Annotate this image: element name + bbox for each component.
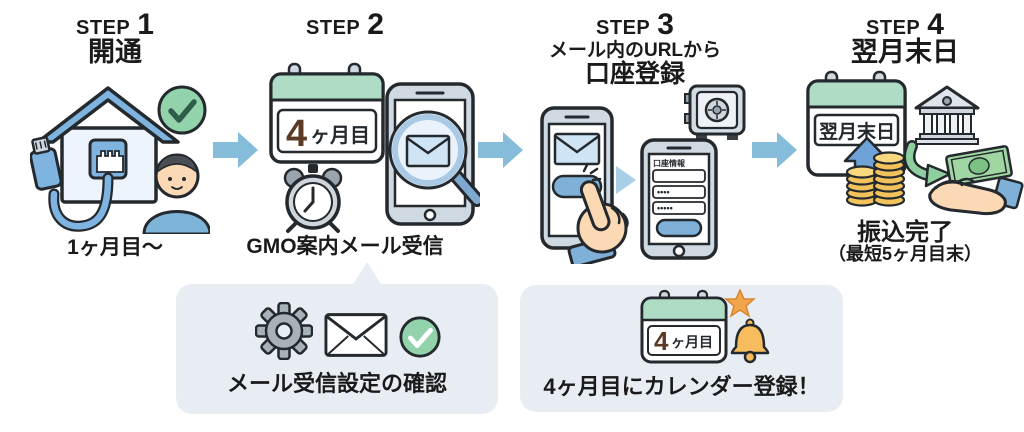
calendar-star-icon: 4 ヶ月目 (640, 289, 756, 364)
smartphone-form-icon: 口座情報 •••• ••••• (640, 138, 718, 260)
step1-illustration (30, 85, 210, 234)
step4-heading: STEP 4 (795, 8, 1015, 42)
step4-illustration: 翌月末日 (806, 70, 1024, 216)
calendar-month-number: 4 (286, 113, 307, 155)
mini-arrow-icon (616, 166, 636, 194)
step4-label: STEP (866, 17, 921, 39)
safe-icon (684, 84, 746, 140)
check-circle-icon (399, 316, 441, 358)
step3-illustration: 口座情報 •••• ••••• (540, 84, 746, 264)
calendar-month-number: 4 (654, 326, 669, 356)
calendar-month-suffix: ヶ月目 (310, 125, 370, 147)
step3-label: STEP (596, 17, 651, 39)
step1-caption: 1ヶ月目〜 (67, 236, 163, 259)
check-circle-icon (157, 85, 207, 135)
flow-arrow-icon (478, 132, 523, 168)
step2-heading: STEP 2 (235, 8, 455, 42)
curved-arrow-icon (903, 140, 952, 188)
step2-number: 2 (367, 8, 384, 41)
step3-heading: STEP 3 (525, 8, 745, 42)
step2-label: STEP (306, 17, 361, 39)
calendar-date-label: 翌月末日 (819, 120, 895, 143)
person-icon (142, 153, 210, 234)
flow-arrow-icon (752, 132, 797, 168)
step4-caption-line1: 振込完了 (857, 219, 953, 246)
form-field-dots: ••••• (657, 203, 673, 213)
alarm-clock-icon (283, 164, 343, 233)
receiving-hand-icon (928, 176, 1024, 216)
note-box-left: メール受信設定の確認 (176, 284, 498, 414)
note-right-illustration: 4 ヶ月目 (640, 289, 770, 364)
coins-icon (845, 151, 906, 207)
step1-heading: STEP 1 (15, 8, 215, 42)
gear-icon (255, 302, 313, 360)
lan-cable-icon (30, 136, 114, 232)
tap-hand-icon (567, 180, 629, 264)
flow-arrow-icon (213, 132, 258, 168)
step2-caption: GMO案内メール受信 (246, 235, 444, 258)
star-icon (724, 289, 756, 318)
step4-number: 4 (927, 8, 944, 41)
mail-icon (324, 313, 388, 357)
step4-caption-line2: （最短5ヶ月目末） (827, 244, 982, 264)
form-field-dots: •••• (657, 187, 670, 197)
calendar-icon: 4 ヶ月目 (269, 62, 385, 164)
step3-title-line1: メール内のURLから (548, 40, 722, 61)
note-right-text: 4ヶ月目にカレンダー登録！ (543, 374, 820, 399)
banknote-icon (945, 145, 1013, 187)
bell-icon (730, 318, 770, 364)
step1-title: 開通 (88, 37, 142, 67)
step3-number: 3 (657, 8, 674, 41)
magnifier-mail-icon (388, 110, 480, 207)
note-box-right: 4 ヶ月目 4ヶ月目にカレンダー登録！ (520, 285, 843, 412)
step2-illustration: 4 ヶ月目 (269, 62, 480, 233)
step1-label: STEP (76, 17, 131, 39)
note-left-pointer (352, 262, 382, 286)
note-left-text: メール受信設定の確認 (226, 371, 447, 396)
step1-number: 1 (137, 8, 154, 41)
step4-title: 翌月末日 (851, 37, 959, 67)
bank-icon (914, 85, 980, 145)
step3-title-line2: 口座登録 (584, 60, 685, 88)
form-title: 口座情報 (653, 158, 686, 168)
calendar-month-suffix: ヶ月目 (671, 334, 713, 350)
